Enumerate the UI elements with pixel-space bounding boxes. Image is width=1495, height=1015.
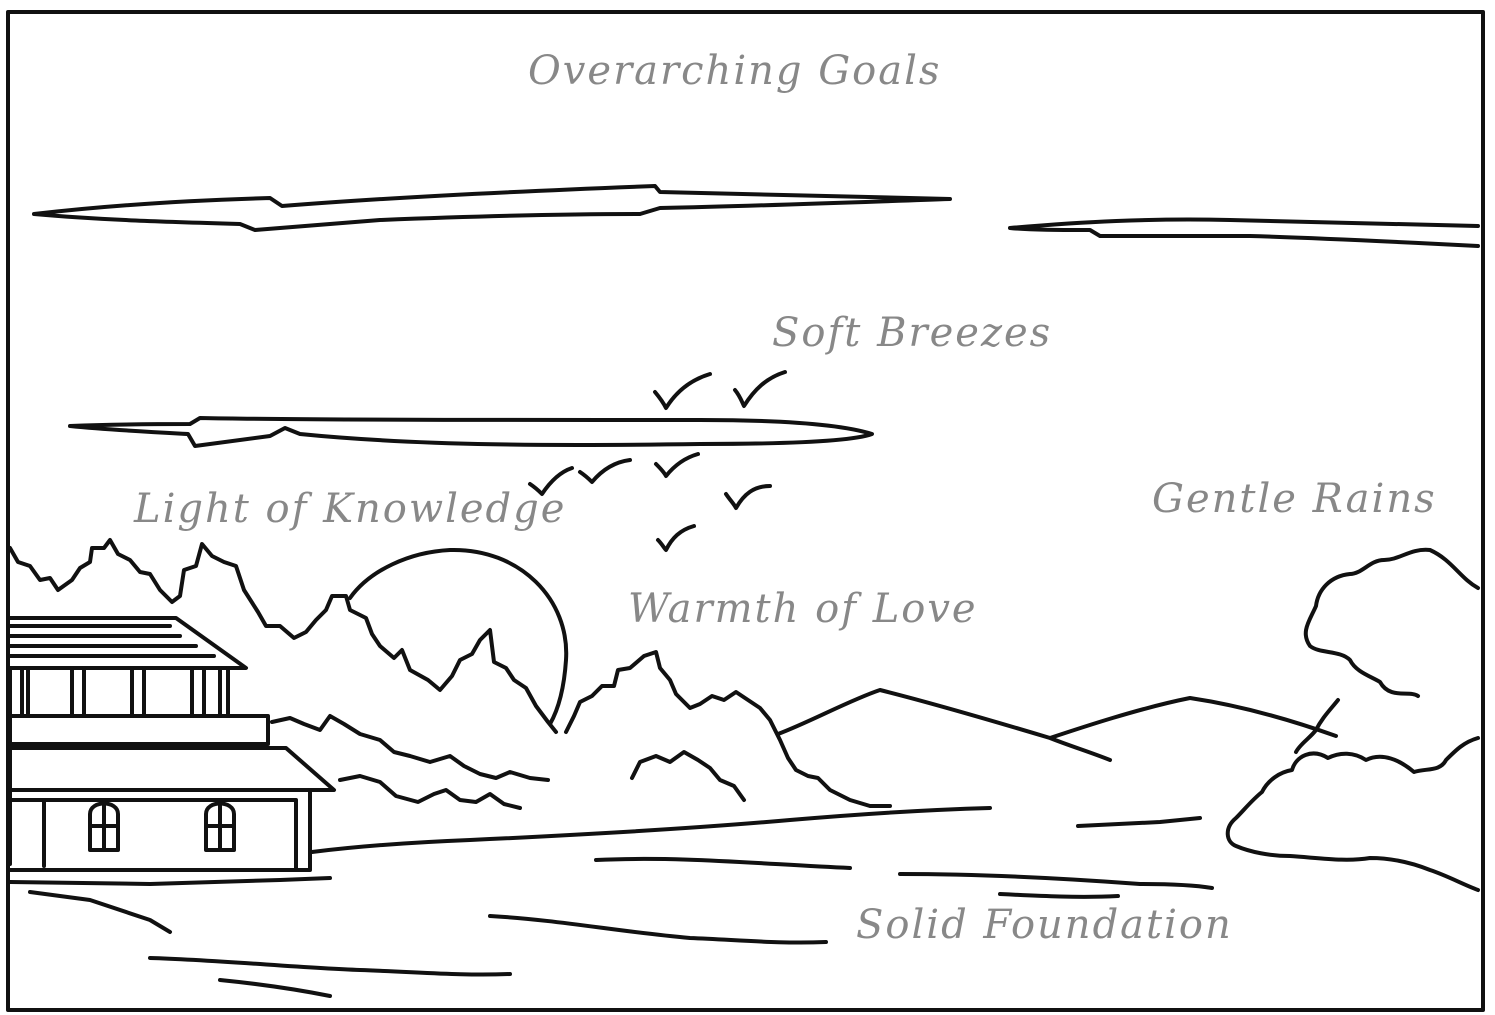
cloud-middle (70, 418, 872, 446)
picture-frame (8, 12, 1483, 1010)
cloud-top-left (34, 186, 950, 230)
hills (778, 690, 1336, 760)
label-gentle-rains: Gentle Rains (1152, 476, 1437, 522)
trees-left (10, 540, 556, 732)
trees-middle (566, 652, 890, 806)
cloud-top-right (1010, 219, 1478, 246)
trees-right (1228, 550, 1478, 890)
house (10, 618, 334, 870)
label-overarching-goals: Overarching Goals (528, 48, 942, 94)
setting-sun (350, 550, 566, 724)
label-light-of-knowledge: Light of Knowledge (134, 486, 567, 532)
label-solid-foundation: Solid Foundation (856, 902, 1233, 948)
shrubs-lower (272, 716, 744, 808)
bird-flock (530, 372, 785, 550)
label-warmth-of-love: Warmth of Love (628, 586, 978, 632)
ground-strokes (10, 808, 1212, 996)
label-soft-breezes: Soft Breezes (772, 310, 1053, 356)
